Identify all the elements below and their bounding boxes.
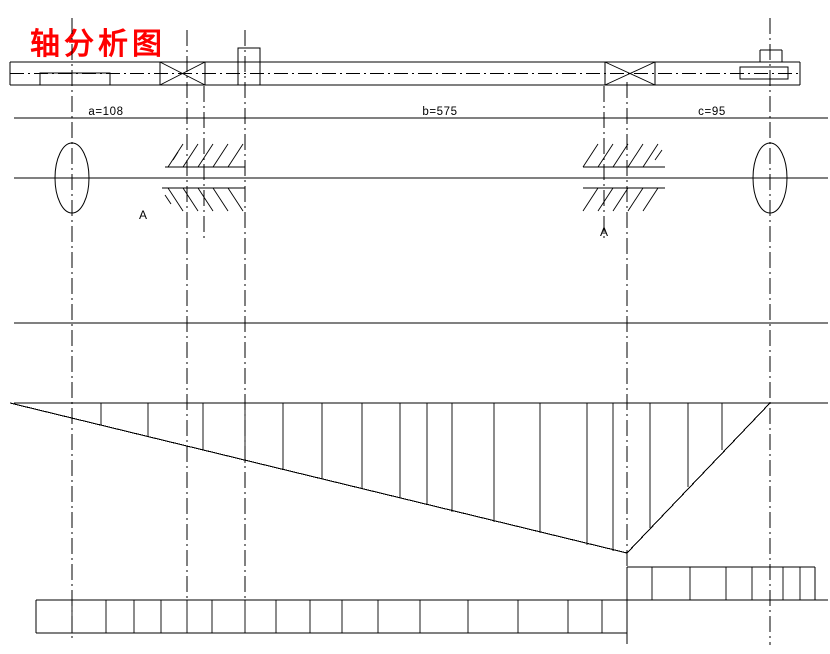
support-block-right: A (582, 143, 665, 239)
projection-centerlines (71, 18, 771, 645)
moment-slope-ascending (626, 402, 771, 554)
drawing-title: 轴分析图 (30, 27, 166, 62)
bending-moment-diagram (9, 402, 828, 554)
support-block-left: A (139, 143, 245, 222)
shaft-collar-left (237, 47, 261, 86)
moment-hatching-left (100, 403, 614, 551)
moment-hatching-right (649, 403, 723, 528)
bearing-right (752, 142, 788, 214)
dimension-row: a=108 b=575 c=95 (14, 106, 828, 119)
gear-symbol-right (604, 61, 656, 86)
bearing-left (54, 142, 90, 214)
gear-symbol-left (159, 61, 206, 86)
keyway-right (739, 66, 789, 80)
torque-block-lower (35, 599, 828, 634)
torque-diagram (35, 566, 828, 634)
dimension-label-b: b=575 (422, 106, 457, 118)
support-label-A-left: A (139, 208, 147, 222)
dimension-label-c: c=95 (698, 106, 726, 118)
torque-block-upper (626, 566, 816, 600)
moment-slope-descending (9, 402, 628, 554)
keyway-left (39, 72, 111, 86)
shaft-assembly (9, 47, 801, 86)
support-label-A-right: A (600, 225, 608, 239)
shaft-collar-right (759, 49, 783, 62)
dimension-label-a: a=108 (88, 106, 123, 118)
